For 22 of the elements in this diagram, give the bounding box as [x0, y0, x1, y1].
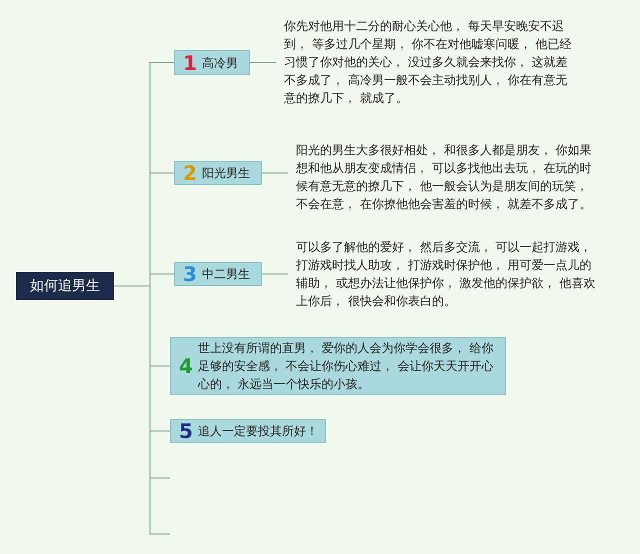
- connector-line: [262, 172, 288, 174]
- topic-box: [170, 419, 326, 443]
- topic-box: [174, 50, 250, 75]
- topic-label: 中二男生: [202, 266, 250, 283]
- description-text: 阳光的男生大多很好相处， 和很多人都是朋友， 你如果想和他从朋友变成情侣， 可以多找他出去玩， 在玩的时候有意无意的撩几下， 他一般会认为是朋友间的玩笑，不会在意， 在你撩他他会害羞的时候， 就差不多成了。: [296, 141, 596, 213]
- topic-box: [174, 262, 262, 286]
- topic-box: [170, 337, 506, 395]
- connector-line: [250, 62, 276, 63]
- topic-label: 追人一定要投其所好！: [198, 423, 318, 440]
- root-topic-box: 如何追男生: [16, 272, 114, 300]
- topic-label: 世上没有所谓的直男， 爱你的人会为你学会很多， 给你足够的安全感， 不会让你伤心难过， 会让你天天开开心心的， 永远当一个快乐的小孩。: [198, 340, 495, 393]
- topic-number: 5: [179, 421, 193, 441]
- topic-number: 1: [183, 52, 197, 72]
- topic-number: 2: [183, 163, 197, 183]
- topic-number: 4: [179, 356, 193, 376]
- topic-label: 高冷男: [202, 54, 238, 72]
- connector-line: [114, 286, 170, 534]
- description-text: 你先对他用十二分的耐心关心他， 每天早安晚安不迟到， 等多过几个星期， 你不在对他嘘寒问暖， 他已经习惯了你对他的关心， 没过多久就会来找你， 这就差不多成了， 高冷男一般不会主动找别人， 你在有意无意的撩几下， 就成了。: [284, 17, 574, 107]
- description-text: 可以多了解他的爱好， 然后多交流， 可以一起打游戏，打游戏时找人助攻， 打游戏时保护他， 用可爱一点儿的辅助， 或想办法让他保护你， 激发他的保护欲， 他喜欢上你后， 很快会和你表白的。: [296, 238, 596, 310]
- topic-number: 3: [183, 264, 197, 284]
- topic-box: [174, 161, 262, 185]
- topic-label: 阳光男生: [202, 165, 250, 182]
